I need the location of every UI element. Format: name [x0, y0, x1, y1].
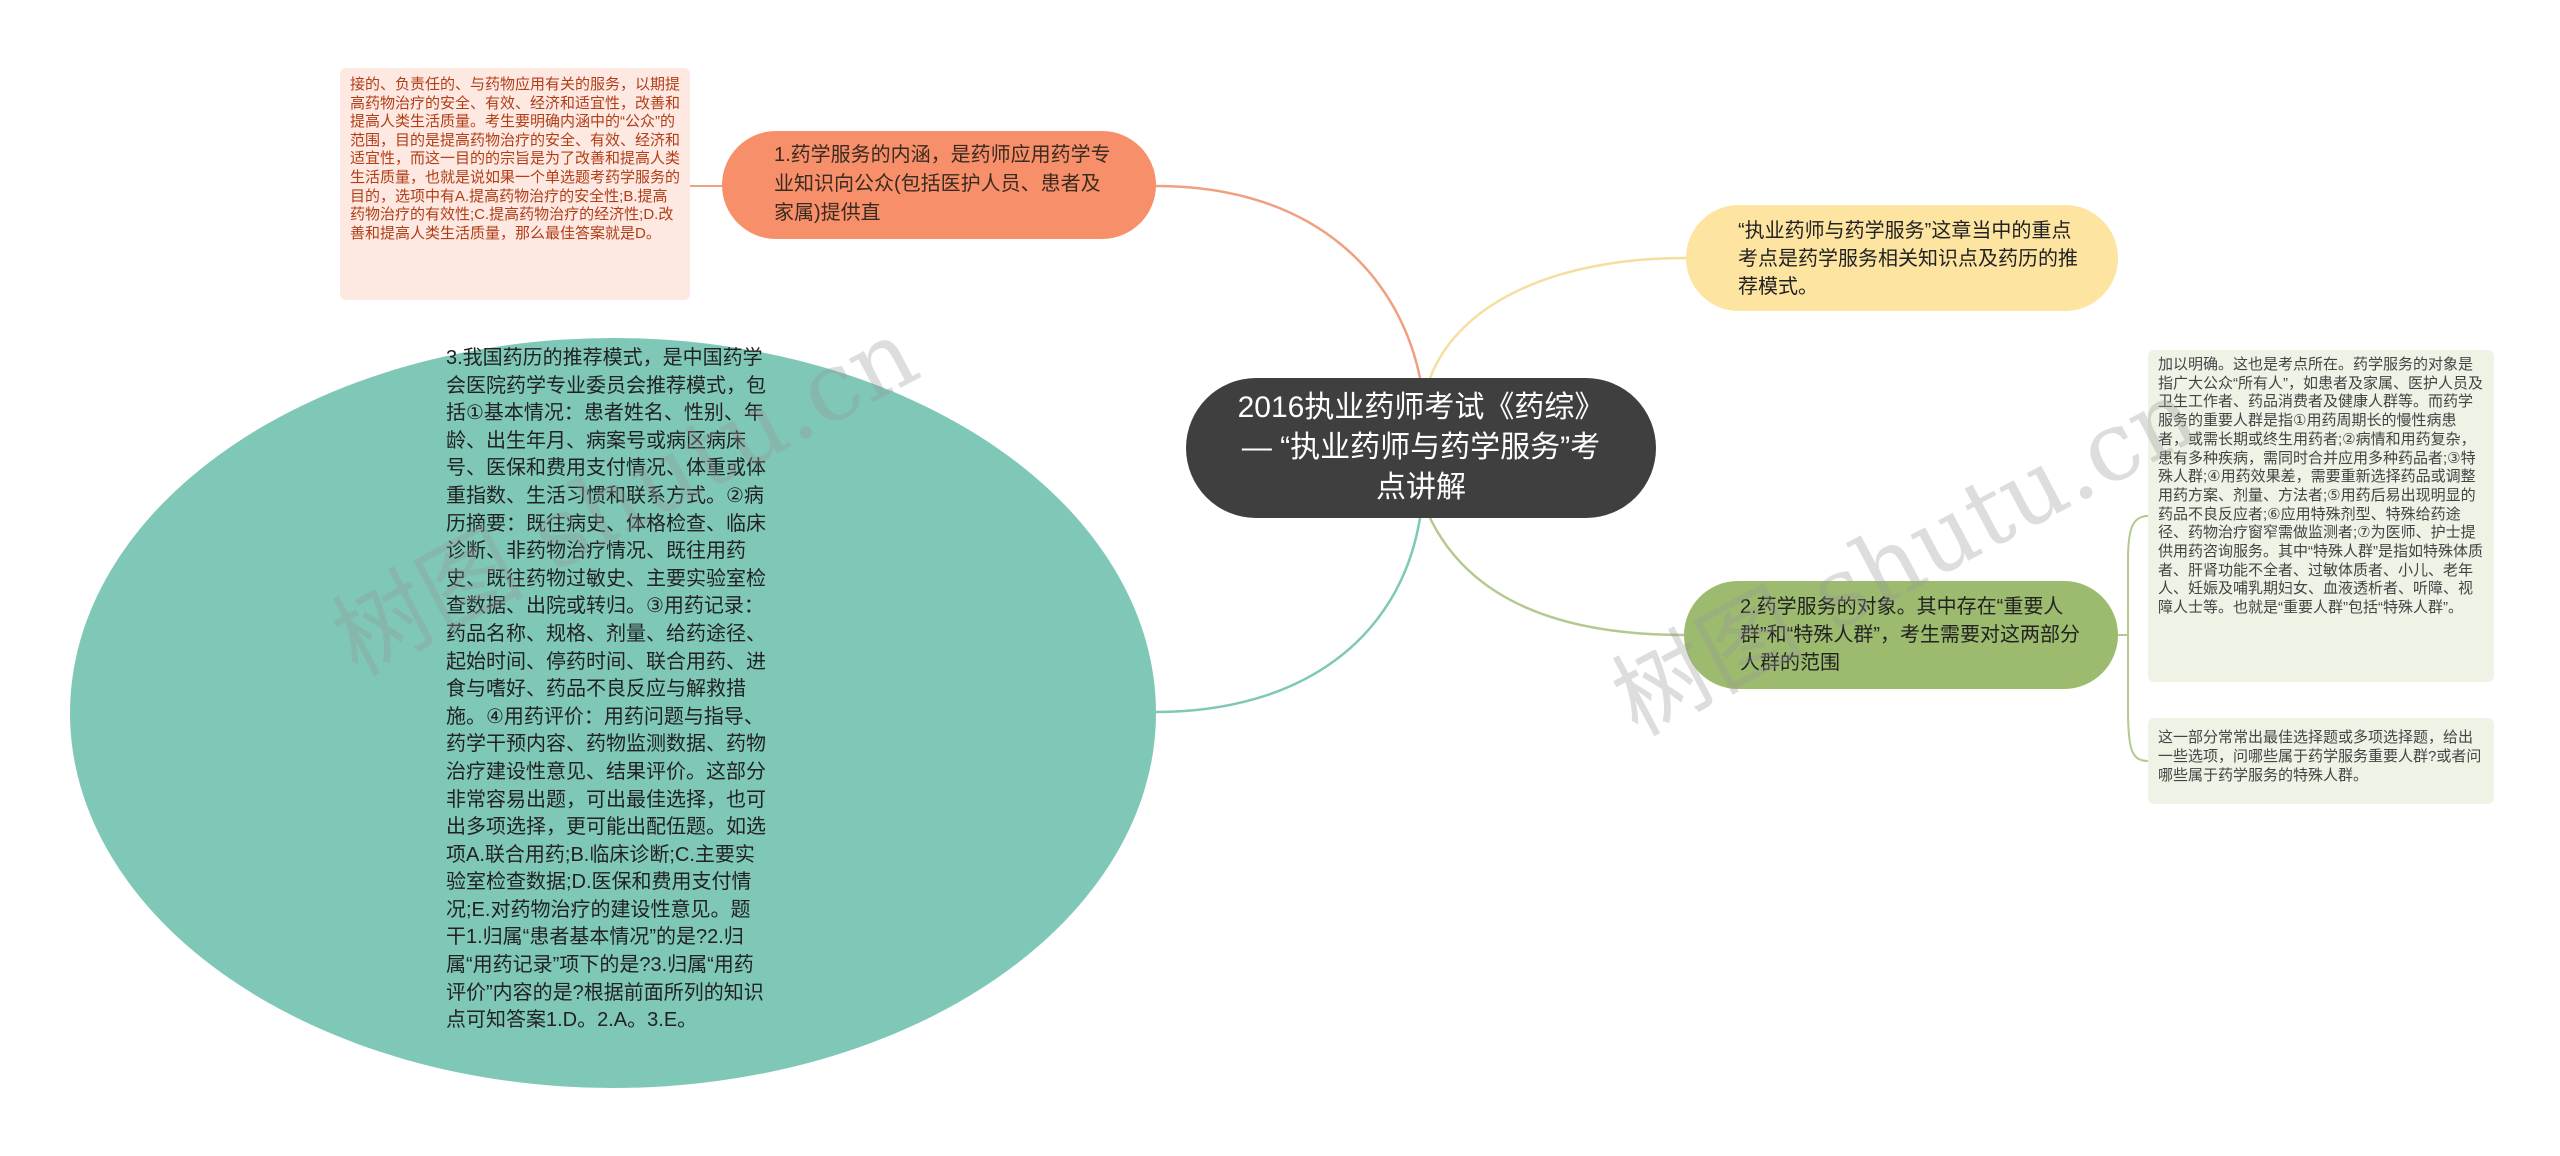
central-topic-text: 2016执业药师考试《药综》— “执业药师与药学服务”考点讲解 — [1237, 391, 1605, 504]
branch-node-summary-text: “执业药师与药学服务”这章当中的重点考点是药学服务相关知识点及药历的推荐模式。 — [1738, 220, 2078, 298]
leaf-node-2a-text: 加以明确。这也是考点所在。药学服务的对象是指广大公众“所有人”，如患者及家属、医… — [2158, 356, 2483, 617]
connector-center-top — [1428, 256, 1687, 379]
leaf-node-1-text: 接的、负责任的、与药物应用有关的服务，以期提高药物治疗的安全、有效、经济和适宜性… — [350, 76, 681, 242]
leaf-node-1[interactable]: 接的、负责任的、与药物应用有关的服务，以期提高药物治疗的安全、有效、经济和适宜性… — [340, 68, 690, 300]
branch-node-2-text: 2.药学服务的对象。其中存在“重要人群”和“特殊人群”，考生需要对这两部分人群的… — [1740, 596, 2080, 674]
branch-node-summary[interactable]: “执业药师与药学服务”这章当中的重点考点是药学服务相关知识点及药历的推荐模式。 — [1686, 205, 2118, 311]
branch-node-3-text: 3.我国药历的推荐模式，是中国药学会医院药学专业委员会推荐模式，包括①基本情况：… — [446, 347, 766, 1032]
connector-b2-leaves — [2127, 515, 2149, 762]
central-topic[interactable]: 2016执业药师考试《药综》— “执业药师与药学服务”考点讲解 — [1186, 378, 1656, 518]
connector-center-b2 — [1428, 517, 1685, 637]
connector-center-b1 — [1155, 184, 1422, 379]
leaf-node-2b[interactable]: 这一部分常常出最佳选择题或多项选择题，给出一些选项，问哪些属于药学服务重要人群?… — [2148, 718, 2494, 804]
branch-node-2[interactable]: 2.药学服务的对象。其中存在“重要人群”和“特殊人群”，考生需要对这两部分人群的… — [1684, 581, 2118, 689]
leaf-node-2a[interactable]: 加以明确。这也是考点所在。药学服务的对象是指广大公众“所有人”，如患者及家属、医… — [2148, 350, 2494, 682]
branch-node-1[interactable]: 1.药学服务的内涵，是药师应用药学专业知识向公众(包括医护人员、患者及家属)提供… — [722, 131, 1156, 239]
connector-center-b3 — [1155, 517, 1422, 714]
branch-node-3[interactable]: 3.我国药历的推荐模式，是中国药学会医院药学专业委员会推荐模式，包括①基本情况：… — [70, 338, 1156, 1088]
branch-node-1-text: 1.药学服务的内涵，是药师应用药学专业知识向公众(包括医护人员、患者及家属)提供… — [774, 144, 1111, 224]
leaf-node-2b-text: 这一部分常常出最佳选择题或多项选择题，给出一些选项，问哪些属于药学服务重要人群?… — [2158, 729, 2482, 784]
